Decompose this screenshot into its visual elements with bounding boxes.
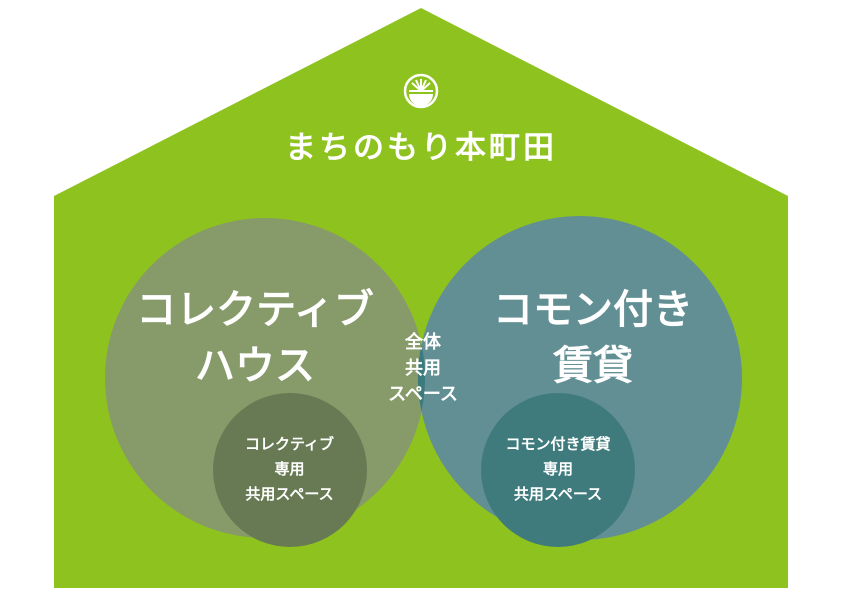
right-sub-label: コモン付き賃貸 専用 共用スペース xyxy=(478,432,638,507)
left-sub-line: 専用 xyxy=(274,460,305,478)
right-sub-line: コモン付き賃貸 xyxy=(505,435,611,453)
left-title-line: コレクティブ xyxy=(136,287,374,333)
left-sub-line: 共用スペース xyxy=(245,485,334,503)
right-sub-line: 専用 xyxy=(542,460,573,478)
left-title-line: ハウス xyxy=(195,343,315,389)
right-title-line: 賃貸 xyxy=(553,343,633,389)
left-circle-title: コレクティブ ハウス xyxy=(110,282,400,394)
right-sub-line: 共用スペース xyxy=(513,485,603,503)
right-circle-title: コモン付き 賃貸 xyxy=(448,282,738,394)
diagram-title: まちのもり本町田 xyxy=(285,130,557,166)
overlap-label-line: 全体 xyxy=(405,332,441,353)
right-title-line: コモン付き xyxy=(493,287,693,333)
leaf-circle-icon xyxy=(403,73,439,109)
right-sub-circle xyxy=(481,393,635,547)
overlap-label-line: 共用 xyxy=(405,358,441,379)
overlap-label: 全体 共用 スペース xyxy=(368,330,478,408)
left-sub-circle xyxy=(213,393,367,547)
left-sub-label: コレクティブ 専用 共用スペース xyxy=(212,432,367,507)
overlap-label-line: スペース xyxy=(388,384,458,405)
left-sub-line: コレクティブ xyxy=(244,435,335,453)
